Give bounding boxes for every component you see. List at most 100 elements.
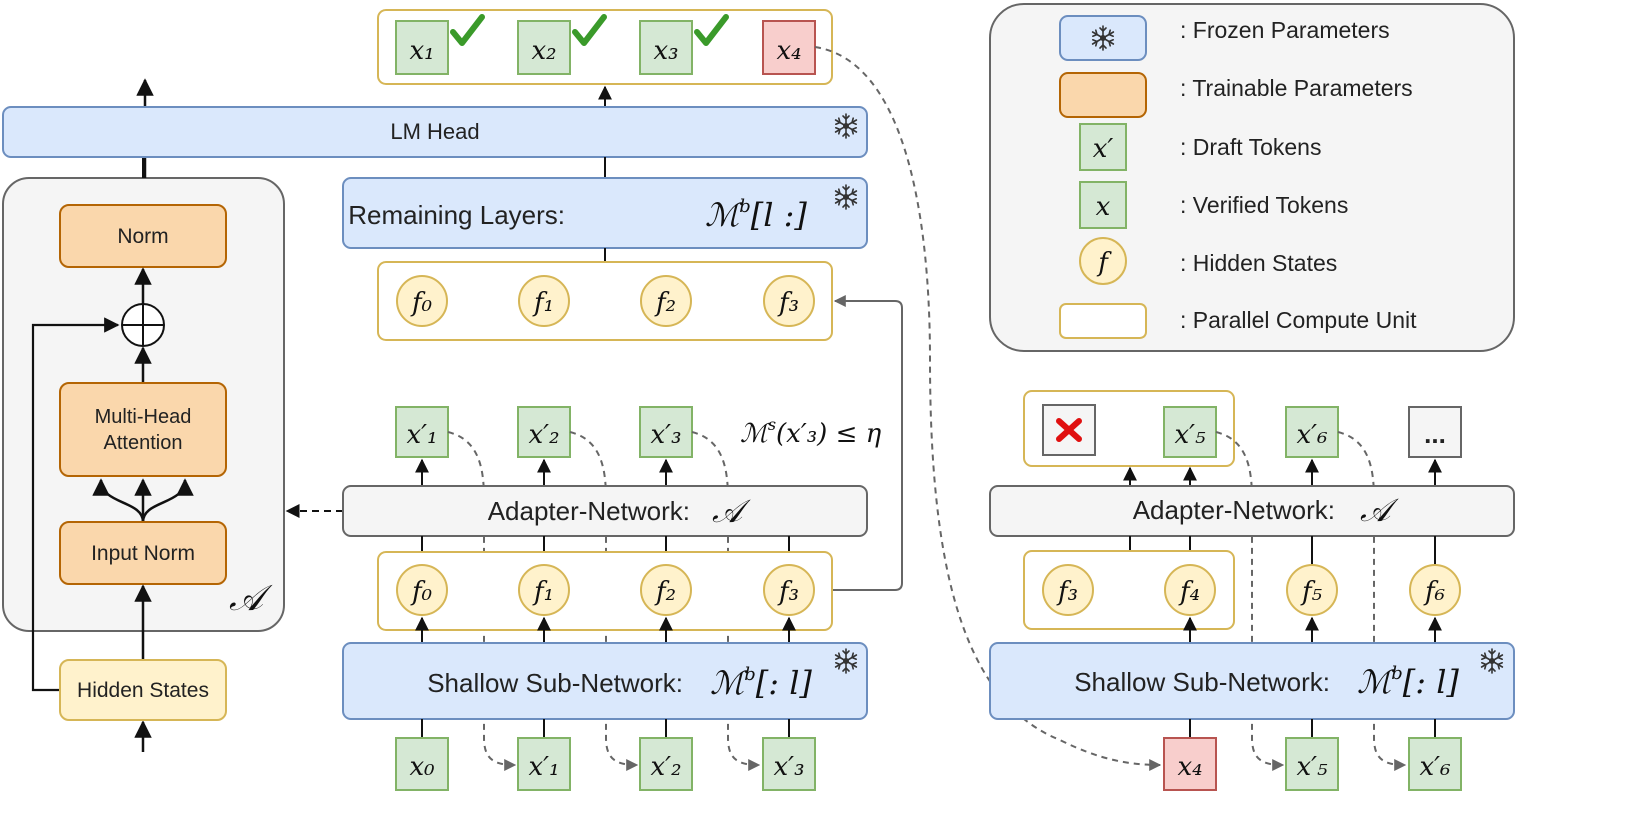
svg-text:: Hidden States: : Hidden States: [1180, 250, 1337, 276]
lm-head-box: [2, 106, 868, 158]
svg-text:f₆: f₆: [1423, 577, 1445, 607]
right-shallow-subnetwork-label: Shallow Sub-Network:: [1074, 667, 1330, 697]
svg-text:: Parallel Compute Unit: : Parallel Compute Unit: [1180, 307, 1417, 333]
svg-text:f₅: f₅: [1300, 577, 1323, 607]
residual-add-icon: [121, 303, 165, 347]
shallow-subnetwork-label: Shallow Sub-Network:: [427, 668, 683, 698]
svg-text:f₃: f₃: [1056, 577, 1078, 607]
svg-text:: Verified Tokens: : Verified Tokens: [1180, 192, 1348, 218]
qkv-branch-arrows: [92, 478, 194, 523]
norm-box: [59, 204, 227, 268]
right-shallow-subnetwork-box: [989, 642, 1515, 720]
upper-hidden-state-1: f₁: [518, 275, 570, 327]
early-exit-feedback-arrow: [832, 295, 903, 591]
right-draft-token-6: x′₆: [1285, 406, 1339, 458]
svg-text:x₂: x₂: [531, 36, 556, 66]
right-input-token-5: x′₅: [1285, 737, 1339, 791]
cross-icon: [1056, 418, 1082, 442]
right-hidden-state-4: f₄: [1164, 564, 1216, 616]
lower-hidden-group: [377, 551, 833, 631]
upper-hidden-state-2: f₂: [640, 275, 692, 327]
rejected-token-resubmit-path: [814, 46, 1162, 771]
right-adapter-network-label: Adapter-Network:: [1133, 495, 1335, 525]
svg-text:x′₃: x′₃: [651, 420, 682, 450]
remaining-layers-math: ℳb[l :]: [705, 196, 807, 234]
legend-hidden-states: f : Hidden States: [1079, 237, 1337, 285]
lower-hidden-state-0: f₀: [396, 564, 448, 616]
rejected-token-4: x₄: [762, 20, 816, 75]
input-token-2: x′₂: [639, 737, 693, 791]
right-hidden-state-6: f₆: [1409, 564, 1461, 616]
adapter-to-draft-arrows: [415, 458, 673, 486]
input-norm-label: Input Norm: [91, 542, 195, 565]
svg-text:x′₅: x′₅: [1297, 752, 1329, 782]
norm-label: Norm: [117, 225, 168, 248]
lower-hidden-state-1: f₁: [518, 564, 570, 616]
right-draft-feedback-dashed: [1215, 431, 1407, 771]
svg-text:x′₂: x′₂: [651, 752, 682, 782]
verified-token-3: x₃: [639, 20, 693, 75]
svg-text:f₂: f₂: [654, 288, 676, 318]
right-adapter-network-box: [989, 485, 1515, 537]
lower-hidden-state-2: f₂: [640, 564, 692, 616]
svg-text:x′₆: x′₆: [1297, 420, 1328, 450]
hidden-states-box: [59, 659, 227, 721]
svg-text:x: x: [1096, 192, 1111, 222]
multi-head-attention-box: [59, 382, 227, 477]
adapter-network-label: Adapter-Network:: [488, 496, 690, 526]
svg-text:x′₁: x′₁: [529, 752, 560, 782]
input-token-0: x₀: [395, 737, 449, 791]
right-input-token-4: x₄: [1163, 737, 1217, 791]
draft-token-1: x′₁: [395, 406, 449, 458]
check-icon: [572, 14, 607, 46]
lm-head-label: LM Head: [390, 119, 479, 144]
verified-token-1: x₁: [395, 20, 449, 75]
mha-label-line2: Attention: [104, 432, 183, 454]
svg-text:: Trainable Parameters: : Trainable Parameters: [1180, 75, 1413, 101]
svg-text:x′₁: x′₁: [407, 420, 438, 450]
svg-text:: Draft Tokens: : Draft Tokens: [1180, 134, 1321, 160]
exit-condition: ℳs(x′₃) ≤ η: [740, 415, 882, 449]
upper-hidden-state-0: f₀: [396, 275, 448, 327]
right-shallow-to-hidden-arrows: [1183, 616, 1442, 643]
upper-hidden-group: [377, 261, 833, 341]
mha-label-line1: Multi-Head: [95, 406, 192, 428]
svg-text:f₃: f₃: [777, 577, 799, 607]
draft-feedback-dashed: [447, 431, 761, 771]
legend-draft-tokens: x′ : Draft Tokens: [1079, 123, 1321, 171]
adapter-network-box: [342, 485, 868, 537]
legend-parallel-unit: : Parallel Compute Unit: [1059, 303, 1417, 339]
svg-text:f₁: f₁: [532, 577, 554, 607]
draft-token-2: x′₂: [517, 406, 571, 458]
input-norm-box: [59, 521, 227, 585]
rejected-slot: [1042, 404, 1096, 456]
shallow-subnetwork-box: [342, 642, 868, 720]
shallow-to-hidden-arrows: [415, 616, 796, 643]
svg-text:x′₂: x′₂: [529, 420, 560, 450]
svg-text:x₃: x₃: [653, 36, 678, 66]
upper-hidden-state-3: f₃: [763, 275, 815, 327]
right-shallow-subnetwork-math: ℳb[: l]: [1357, 663, 1459, 701]
svg-text:f₄: f₄: [1178, 577, 1200, 607]
input-token-1: x′₁: [517, 737, 571, 791]
right-hidden-state-5: f₅: [1286, 564, 1338, 616]
svg-text:x′₅: x′₅: [1175, 420, 1207, 450]
right-input-token-6: x′₆: [1408, 737, 1462, 791]
svg-text:f₁: f₁: [532, 288, 554, 318]
remaining-layers-label: Remaining Layers:: [348, 200, 565, 230]
hidden-states-label: Hidden States: [77, 679, 209, 702]
svg-text:x₁: x₁: [409, 36, 434, 66]
draft-token-3: x′₃: [639, 406, 693, 458]
right-hidden-state-3: f₃: [1042, 564, 1094, 616]
svg-text:x₀: x₀: [409, 752, 435, 782]
svg-text:f₀: f₀: [410, 577, 433, 607]
right-hidden-to-adapter-lines: [1129, 536, 1436, 565]
right-adapter-to-draft-arrows: [1123, 458, 1442, 486]
svg-text:f₃: f₃: [777, 288, 799, 318]
right-draft-token-5: x′₅: [1163, 406, 1217, 458]
svg-text:: Frozen Parameters: : Frozen Parameters: [1180, 17, 1390, 43]
right-ellipsis-slot: ...: [1408, 406, 1462, 458]
check-icon: [694, 14, 729, 46]
input-token-3: x′₃: [762, 737, 816, 791]
shallow-subnetwork-math: ℳb[: l]: [710, 664, 812, 702]
